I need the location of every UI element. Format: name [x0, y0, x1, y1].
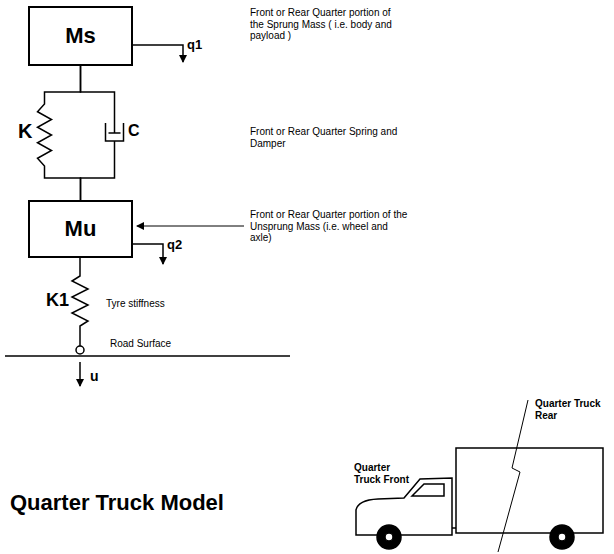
truck-label: Quarter Truck Rear — [535, 398, 613, 421]
unsprung-mass-box: Mu — [28, 200, 133, 258]
truck-window — [412, 484, 444, 496]
description-text: Front or Rear Quarter portion of the Spr… — [250, 7, 400, 42]
truck-cab — [356, 478, 452, 535]
description-text: Tyre stiffness — [106, 298, 165, 310]
input-arrow — [79, 362, 81, 386]
displacement-label: q1 — [187, 38, 202, 53]
displacement-label: q2 — [167, 238, 182, 253]
truck-wheel — [550, 525, 574, 549]
stiffness-label: K1 — [46, 290, 69, 311]
component-label: K — [18, 120, 32, 143]
component-label: C — [128, 122, 140, 140]
leader-arrow — [137, 226, 244, 227]
input-label: u — [90, 368, 99, 384]
description-text: Front or Rear Quarter Spring and Damper — [250, 126, 400, 149]
truck-body — [456, 448, 603, 533]
mass-label: Mu — [65, 216, 97, 242]
road-line — [5, 355, 290, 357]
displacement-arrow — [133, 244, 163, 264]
truck-hub — [385, 533, 393, 541]
truck-hitch — [452, 527, 456, 529]
sprung-mass-box: Ms — [28, 6, 133, 66]
description-text: Road Surface — [110, 338, 171, 350]
suspension-damper — [81, 66, 124, 200]
suspension-spring — [38, 66, 81, 200]
suspension-damper-path — [81, 66, 124, 200]
truck-wheel — [377, 525, 401, 549]
tyre-spring — [72, 258, 88, 346]
mass-label: Ms — [65, 23, 96, 49]
truck-hub — [558, 533, 566, 541]
split-line — [498, 400, 528, 552]
diagram-title: Quarter Truck Model — [10, 490, 224, 515]
road-contact — [76, 346, 84, 354]
description-text: Front or Rear Quarter portion of the Uns… — [250, 209, 410, 244]
truck-label: Quarter Truck Front — [354, 462, 416, 485]
displacement-arrow — [133, 45, 183, 62]
truck-icon — [356, 448, 603, 549]
suspension-spring-path — [38, 66, 81, 200]
